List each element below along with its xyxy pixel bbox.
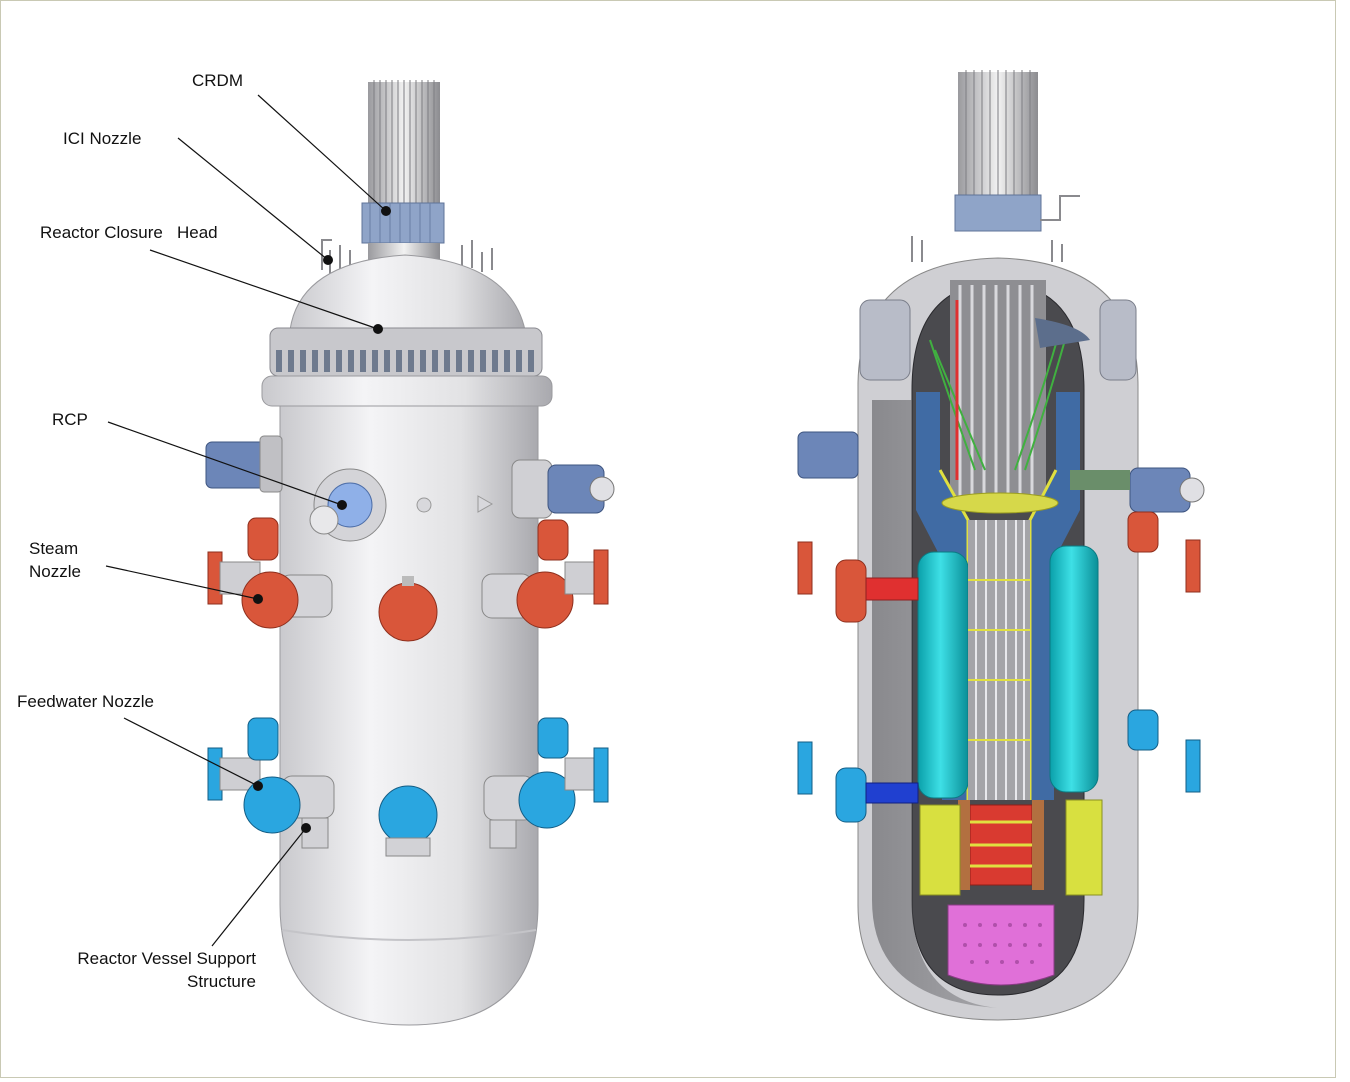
rcp-left bbox=[205, 435, 283, 493]
label-ici-nozzle: ICI Nozzle bbox=[63, 129, 142, 148]
rcp-right bbox=[511, 459, 615, 519]
leader-lines bbox=[105, 94, 387, 947]
ici-nozzles bbox=[321, 239, 493, 275]
label-support-line1: Reactor Vessel Support bbox=[77, 949, 256, 968]
closure-head bbox=[289, 254, 526, 331]
vessel-body bbox=[279, 405, 539, 1026]
label-crdm: CRDM bbox=[192, 71, 243, 90]
leader-dot-icon bbox=[253, 206, 391, 833]
steam-generator-right bbox=[1049, 545, 1099, 793]
label-support-line2: Structure bbox=[187, 972, 256, 991]
vessel-exterior bbox=[205, 80, 615, 1026]
steam-nozzles bbox=[207, 517, 609, 642]
label-rcp: RCP bbox=[52, 410, 88, 429]
bolt-ring bbox=[269, 327, 543, 377]
label-steam-nozzle-line2: Nozzle bbox=[29, 562, 81, 581]
core-support-basket bbox=[947, 904, 1055, 986]
crdm-rods bbox=[361, 80, 445, 263]
feedwater-nozzles bbox=[207, 717, 609, 845]
rcp-front bbox=[309, 468, 387, 542]
vessel-supports bbox=[301, 817, 517, 857]
label-feedwater-nozzle: Feedwater Nozzle bbox=[17, 692, 155, 711]
vessel-cutaway bbox=[797, 70, 1205, 1021]
label-steam-nozzle-line1: Steam bbox=[29, 539, 79, 558]
steam-generator-left bbox=[917, 551, 969, 799]
label-reactor-closure-head: Reactor Closure Head bbox=[40, 223, 218, 242]
